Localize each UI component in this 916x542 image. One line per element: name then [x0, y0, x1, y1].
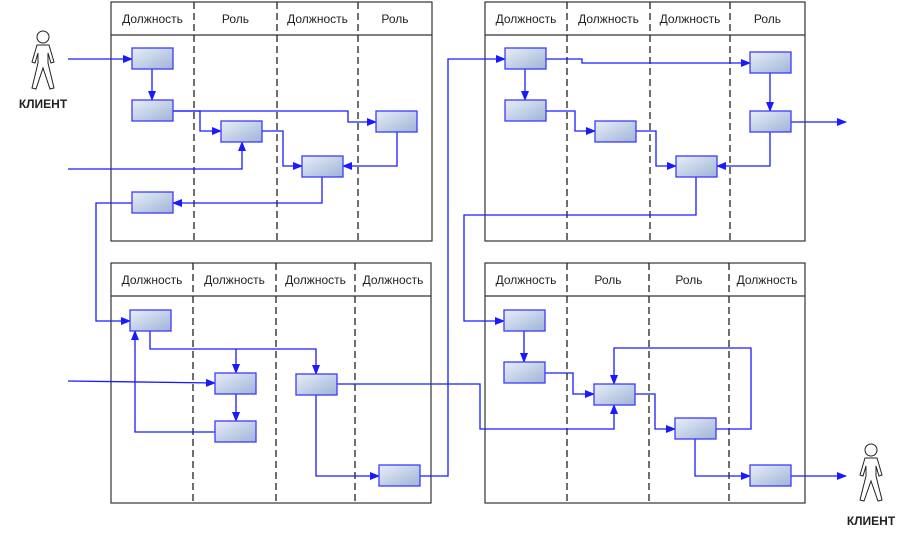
lane-header: Должность — [285, 273, 346, 287]
person-icon — [31, 30, 55, 90]
process-box — [504, 47, 547, 70]
flow-connector — [545, 372, 595, 398]
process-box — [594, 120, 637, 143]
lane-header: Должность — [660, 12, 721, 26]
process-box — [295, 373, 338, 396]
lane-header: Должность — [204, 273, 265, 287]
lane-header: Роль — [381, 12, 408, 26]
process-box — [503, 309, 546, 332]
lane-header: Должность — [496, 12, 557, 26]
flow-connector — [463, 177, 697, 325]
panel-bottom-left: Должность Должность Должность Должность — [110, 262, 432, 504]
lane-header: Роль — [754, 12, 781, 26]
lane-header: Должность — [496, 273, 557, 287]
process-box — [749, 51, 792, 74]
flow-connector — [95, 202, 132, 325]
process-box — [749, 464, 792, 487]
flow-connector — [420, 55, 506, 477]
process-box — [504, 99, 547, 122]
flow-connector — [546, 58, 751, 67]
client-actor-in: КЛИЕНТ — [19, 30, 68, 111]
flow-connector — [68, 141, 246, 170]
panel-frame — [110, 262, 432, 504]
person-icon — [859, 443, 883, 502]
process-box — [378, 464, 421, 487]
process-box — [214, 420, 257, 443]
lane-header: Должность — [287, 12, 348, 26]
process-box — [301, 155, 344, 178]
flow-connector — [131, 330, 215, 433]
flow-connector — [342, 132, 398, 170]
flow-connector — [636, 130, 677, 170]
process-box — [131, 191, 174, 214]
process-box — [214, 372, 257, 395]
flow-connector — [635, 393, 676, 433]
flow-connector — [694, 439, 751, 480]
process-box — [131, 47, 174, 70]
process-box — [749, 110, 792, 133]
client-label: КЛИЕНТ — [847, 514, 896, 528]
panel-bottom-right: Должность Роль Роль Должность — [484, 262, 806, 504]
flow-connector — [262, 130, 303, 170]
lane-header: Должность — [122, 12, 183, 26]
process-box — [674, 417, 717, 440]
client-actor-out: КЛИЕНТ — [847, 443, 896, 528]
flow-connector — [610, 347, 752, 430]
lane-header: Должность — [737, 273, 798, 287]
flow-connector — [67, 378, 216, 387]
flow-connector — [236, 348, 320, 375]
client-label: КЛИЕНТ — [19, 97, 68, 111]
lane-header: Роль — [222, 12, 249, 26]
lane-header: Роль — [675, 273, 702, 287]
flow-connector — [716, 132, 771, 170]
process-box — [675, 155, 718, 178]
process-box — [129, 309, 172, 332]
flow-connector — [337, 383, 618, 430]
lane-header: Роль — [594, 273, 621, 287]
process-box — [503, 361, 546, 384]
flow-connector — [315, 395, 380, 480]
lane-header: Должность — [122, 273, 183, 287]
flow-connector — [546, 110, 596, 135]
process-box — [220, 120, 263, 143]
process-box — [131, 99, 174, 122]
lane-header: Должность — [363, 273, 424, 287]
process-box — [375, 110, 418, 133]
flow-connector — [172, 177, 323, 207]
flow-connector — [173, 110, 377, 126]
lane-header: Должность — [578, 12, 639, 26]
process-box — [593, 383, 636, 406]
flow-connector — [149, 331, 240, 374]
